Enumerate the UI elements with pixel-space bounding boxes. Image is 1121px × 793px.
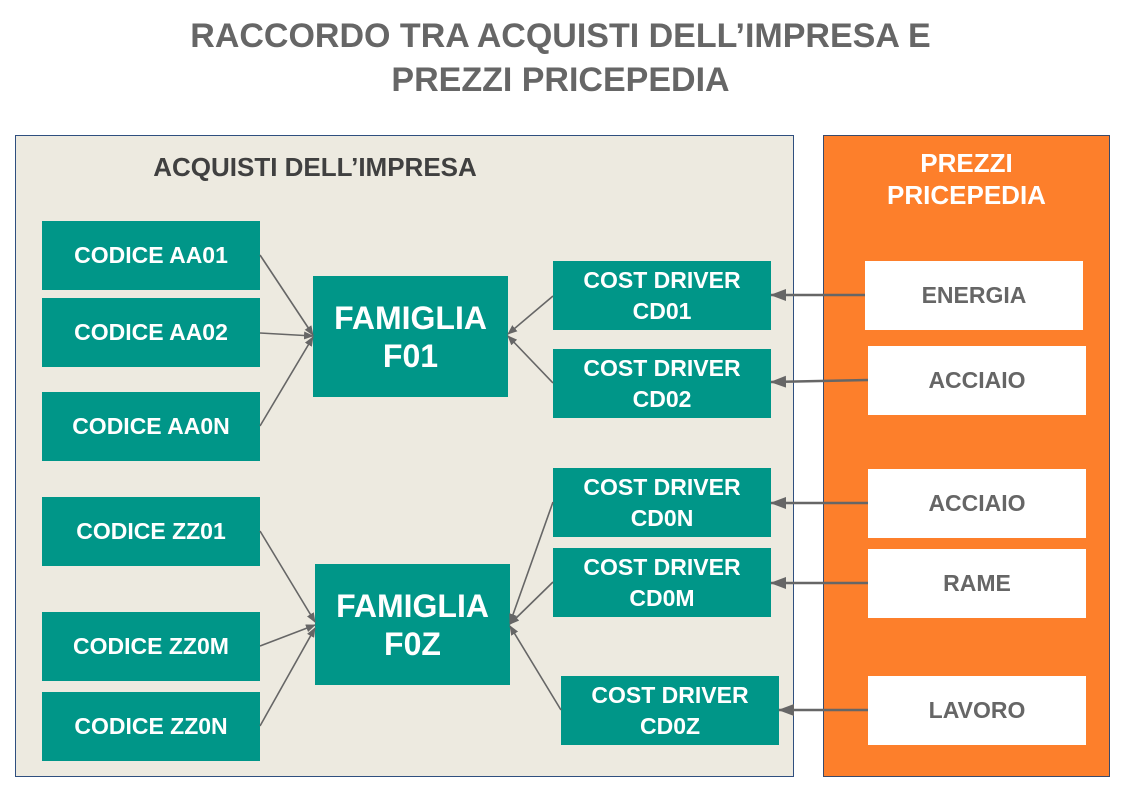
pricepedia-panel-title: PREZZI PRICEPEDIA — [887, 148, 1046, 210]
cost-driver-label: COST DRIVER CD01 — [583, 266, 741, 324]
code-box: CODICE AA01 — [42, 221, 260, 290]
page-title: RACCORDO TRA ACQUISTI DELL’IMPRESA E PRE… — [190, 17, 931, 99]
cost-driver-label: COST DRIVER CD0N — [583, 473, 741, 531]
cost-driver-label: COST DRIVER CD0Z — [591, 681, 749, 739]
family-label: FAMIGLIA F01 — [334, 299, 487, 374]
acquisti-panel-title: ACQUISTI DELL’IMPRESA — [153, 152, 477, 182]
code-box: CODICE ZZ01 — [42, 497, 260, 566]
cost-driver-box: COST DRIVER CD02 — [553, 349, 771, 418]
code-box: CODICE AA0N — [42, 392, 260, 461]
cost-driver-label: COST DRIVER CD0M — [583, 553, 741, 611]
price-box: ENERGIA — [865, 261, 1083, 330]
family-label: FAMIGLIA F0Z — [336, 587, 489, 662]
price-box: RAME — [868, 549, 1086, 618]
cost-driver-box: COST DRIVER CD0M — [553, 548, 771, 617]
price-box: ACCIAIO — [868, 469, 1086, 538]
code-box: CODICE ZZ0N — [42, 692, 260, 761]
pricepedia-panel — [823, 135, 1110, 777]
price-box: LAVORO — [868, 676, 1086, 745]
cost-driver-box: COST DRIVER CD01 — [553, 261, 771, 330]
cost-driver-box: COST DRIVER CD0N — [553, 468, 771, 537]
code-box: CODICE ZZ0M — [42, 612, 260, 681]
family-box: FAMIGLIA F0Z — [315, 564, 510, 685]
cost-driver-label: COST DRIVER CD02 — [583, 354, 741, 412]
cost-driver-box: COST DRIVER CD0Z — [561, 676, 779, 745]
family-box: FAMIGLIA F01 — [313, 276, 508, 397]
code-box: CODICE AA02 — [42, 298, 260, 367]
price-box: ACCIAIO — [868, 346, 1086, 415]
